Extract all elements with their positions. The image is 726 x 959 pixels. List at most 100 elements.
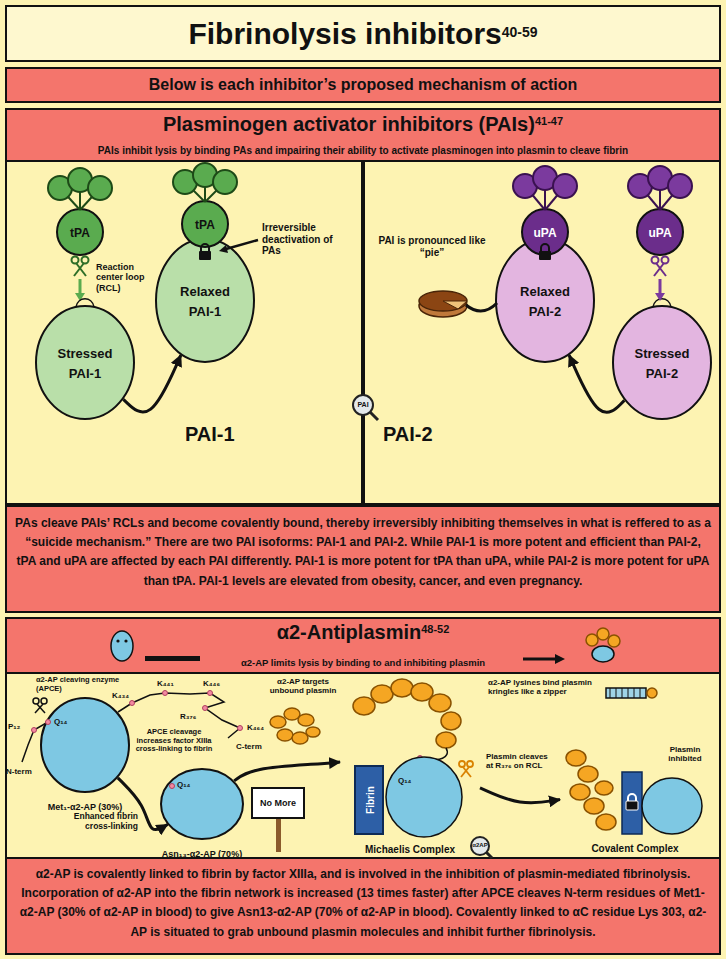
fibrin-bar: Fibrin	[354, 765, 384, 835]
pointer-arrow	[523, 654, 565, 664]
relaxed-pai-ellipse: Relaxed PAI-2	[495, 238, 595, 363]
relaxed-pai-ellipse-outline	[495, 238, 595, 363]
subtitle-band: Below is each inhibitor’s proposed mecha…	[5, 67, 721, 103]
pie-icon	[466, 303, 497, 311]
alpha2ap-ellipse-outline	[41, 698, 129, 792]
text-line: Plasminogen activator inhibitors (PAIs)4…	[5, 112, 721, 136]
plasmin-icon	[270, 716, 286, 728]
residue-label: P₁₂	[8, 722, 26, 731]
scissors-icon	[41, 698, 47, 704]
pointer-arrow	[226, 240, 258, 249]
text-block: Fibrin	[359, 786, 378, 814]
reference-superscript: 40-59	[502, 24, 538, 40]
residue-dot	[32, 728, 37, 733]
magnifier-icon	[370, 412, 378, 420]
cleavage-arrow	[659, 279, 662, 293]
text-block: α2-AP is covalently linked to fibrin by …	[15, 863, 711, 940]
callout-label: APCE cleavage increases factor XIIIa cro…	[134, 728, 214, 754]
relaxed-pai-ellipse-outline	[156, 239, 254, 362]
text-box-outline	[6, 506, 720, 612]
connector-arrow	[480, 788, 560, 803]
subpanel-outline	[5, 160, 363, 505]
alpha2ap-ellipse-outline	[161, 769, 243, 839]
node-text: PAI-2	[383, 423, 433, 445]
stressed-pai-ellipse-outline	[35, 305, 135, 420]
alpha2ap-icon	[111, 631, 133, 661]
plasmin-icon	[353, 679, 461, 748]
section-panel: Plasminogen activator inhibitors (PAIs)4…	[5, 108, 721, 613]
text-block: Relaxed PAI-2	[507, 281, 583, 319]
residue-label: Q₁₄	[54, 717, 72, 726]
relaxed-pai-ellipse-outline	[155, 238, 255, 363]
tpa-circle: tPA	[181, 200, 229, 248]
node-text: Relaxed PAI-2	[520, 284, 570, 318]
scissors-icon	[72, 257, 79, 264]
scissors-icon	[654, 263, 664, 276]
pointer-arrow	[555, 654, 565, 664]
inhibited-plasmin-icon	[586, 634, 598, 646]
upa-domains	[668, 174, 692, 198]
edge-label: Enhanced fibrin cross-linking	[48, 812, 138, 832]
plasmin-icon	[353, 697, 375, 715]
plasmin-icon	[584, 798, 604, 814]
inhibited-plasmin-icon	[592, 646, 614, 662]
text-line: uPA	[642, 208, 678, 256]
lock-icon	[626, 794, 638, 810]
alpha2ap-ellipse-outline	[40, 697, 130, 793]
pointer-arrow	[219, 245, 228, 253]
stressed-pai-ellipse: Stressed PAI-2	[612, 305, 712, 420]
subtitle-band-outline	[6, 68, 720, 102]
stressed-pai-ellipse-outline	[36, 306, 134, 419]
sign-label: No More	[252, 798, 304, 808]
callout-label: α2-AP lysines bind plasmin kringles like…	[488, 678, 592, 696]
node-text: Relaxed PAI-1	[180, 284, 230, 318]
alpha2ap-ellipse-outline	[160, 768, 244, 840]
node-text: tPA	[195, 218, 215, 232]
plasmin-icon	[578, 766, 598, 782]
sign-icon	[276, 818, 281, 852]
text-block: tPA	[195, 214, 215, 233]
magnifier-label: α2AP	[470, 842, 490, 849]
tpa-circle: tPA	[56, 208, 104, 256]
scissors-icon	[459, 761, 473, 777]
scissors-icon	[33, 698, 39, 704]
plasmin-icon	[298, 714, 314, 726]
note-label: PAI is pronounced like “pie”	[378, 235, 486, 258]
lock-icon	[199, 244, 551, 260]
cleavage-arrow	[655, 279, 665, 301]
complex-group: Michaelis ComplexFibrin	[340, 676, 480, 836]
tpa-domains	[88, 176, 112, 200]
terminus-label: N-term	[6, 767, 42, 776]
connector-group	[118, 355, 625, 829]
node-text: α2-Antiplasmin	[277, 621, 422, 643]
peptide-chain	[22, 693, 240, 762]
residue-dot	[46, 720, 51, 725]
title-band: Fibrinolysis inhibitors40-59	[5, 5, 721, 62]
lock-icon	[628, 794, 636, 801]
plasmin-icon	[566, 750, 586, 766]
magnifier-icon	[471, 837, 489, 855]
residue-dot	[130, 701, 135, 706]
callout-label: α2-AP cleaving enzyme (APCE)	[36, 676, 128, 693]
text-block: α2-Antiplasmin48-52	[5, 620, 721, 644]
title-band-outline	[6, 6, 720, 61]
text-block: Asn₁₃-α2-AP (70%)	[145, 842, 259, 861]
residue-dot	[170, 784, 175, 789]
zipper-icon	[610, 688, 640, 698]
scissors-icon	[35, 704, 43, 713]
fibrin-bar	[622, 772, 642, 834]
scissors-icon	[76, 263, 86, 276]
residue-label: Q₁₄	[398, 776, 416, 785]
plasmin-icon	[292, 732, 308, 744]
text-block: Stressed PAI-1	[47, 343, 123, 381]
peptide-chain	[22, 722, 48, 762]
tpa-circle-outline	[57, 209, 103, 255]
plasmin-icon	[596, 814, 616, 830]
header-band	[6, 618, 720, 673]
alpha2ap-ellipse: Asn₁₃-α2-AP (70%)	[160, 768, 244, 840]
zipper-icon	[606, 688, 646, 698]
plasmin-icon	[570, 784, 590, 800]
upa-circle-outline	[522, 209, 568, 255]
residue-label: K₄₄₁	[157, 679, 177, 688]
terminus-label: C-term	[236, 742, 270, 751]
